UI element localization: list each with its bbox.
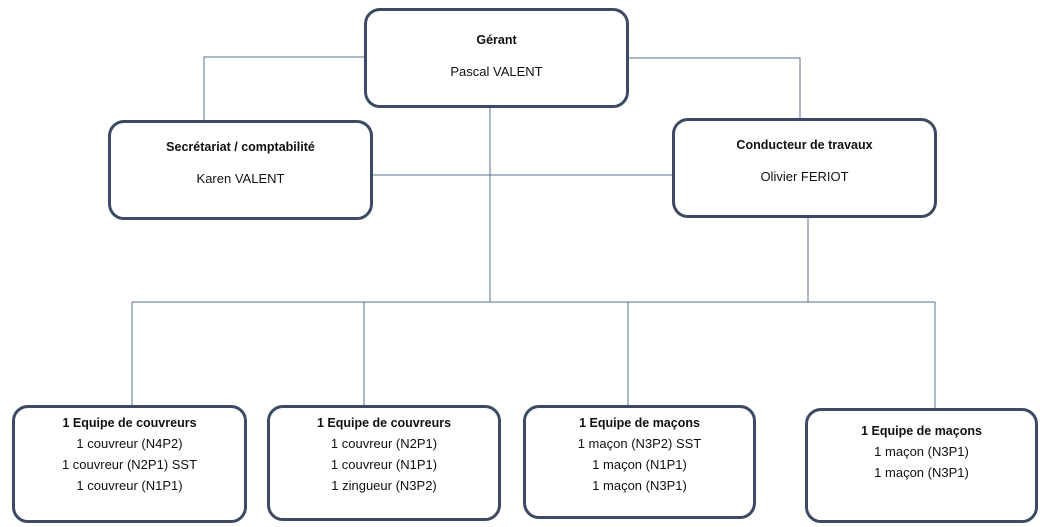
team-title: 1 Equipe de couvreurs (62, 416, 197, 430)
team-title: 1 Equipe de maçons (579, 416, 700, 430)
team-member: 1 zingueur (N3P2) (331, 478, 437, 493)
secretariat-title: Secrétariat / comptabilité (166, 140, 315, 154)
team-title: 1 Equipe de couvreurs (316, 416, 452, 430)
manager-name: Pascal VALENT (450, 64, 543, 79)
team-box-2: 1 Equipe de couvreurs 1 couvreur (N2P1) … (267, 405, 501, 521)
team-title: 1 Equipe de maçons (861, 424, 982, 438)
connector-manager-site-manager (628, 57, 801, 118)
team-member: 1 couvreur (N2P1) (330, 436, 438, 451)
team-member: 1 maçon (N3P1) (874, 444, 969, 459)
team-box-3: 1 Equipe de maçons 1 maçon (N3P2) SST 1 … (523, 405, 756, 519)
connector-manager-secretariat (203, 56, 364, 120)
secretariat-name: Karen VALENT (196, 171, 285, 186)
site-manager-name: Olivier FERIOT (760, 169, 849, 184)
team-member: 1 couvreur (N1P1) (76, 478, 183, 493)
team-member: 1 maçon (N3P1) (874, 465, 969, 480)
team-box-1: 1 Equipe de couvreurs 1 couvreur (N4P2) … (12, 405, 247, 523)
team-member: 1 maçon (N3P2) SST (577, 436, 702, 451)
manager-box: Gérant Pascal VALENT (364, 8, 629, 108)
secretariat-box: Secrétariat / comptabilité Karen VALENT (108, 120, 373, 220)
team-member: 1 maçon (N1P1) (592, 457, 687, 472)
team-member: 1 couvreur (N4P2) (76, 436, 183, 451)
manager-title: Gérant (476, 33, 517, 47)
site-manager-box: Conducteur de travaux Olivier FERIOT (672, 118, 937, 218)
team-member: 1 maçon (N3P1) (592, 478, 687, 493)
team-box-4: 1 Equipe de maçons 1 maçon (N3P1) 1 maço… (805, 408, 1038, 523)
site-manager-title: Conducteur de travaux (736, 138, 873, 152)
team-member: 1 couvreur (N1P1) (330, 457, 438, 472)
team-member: 1 couvreur (N2P1) SST (61, 457, 198, 472)
